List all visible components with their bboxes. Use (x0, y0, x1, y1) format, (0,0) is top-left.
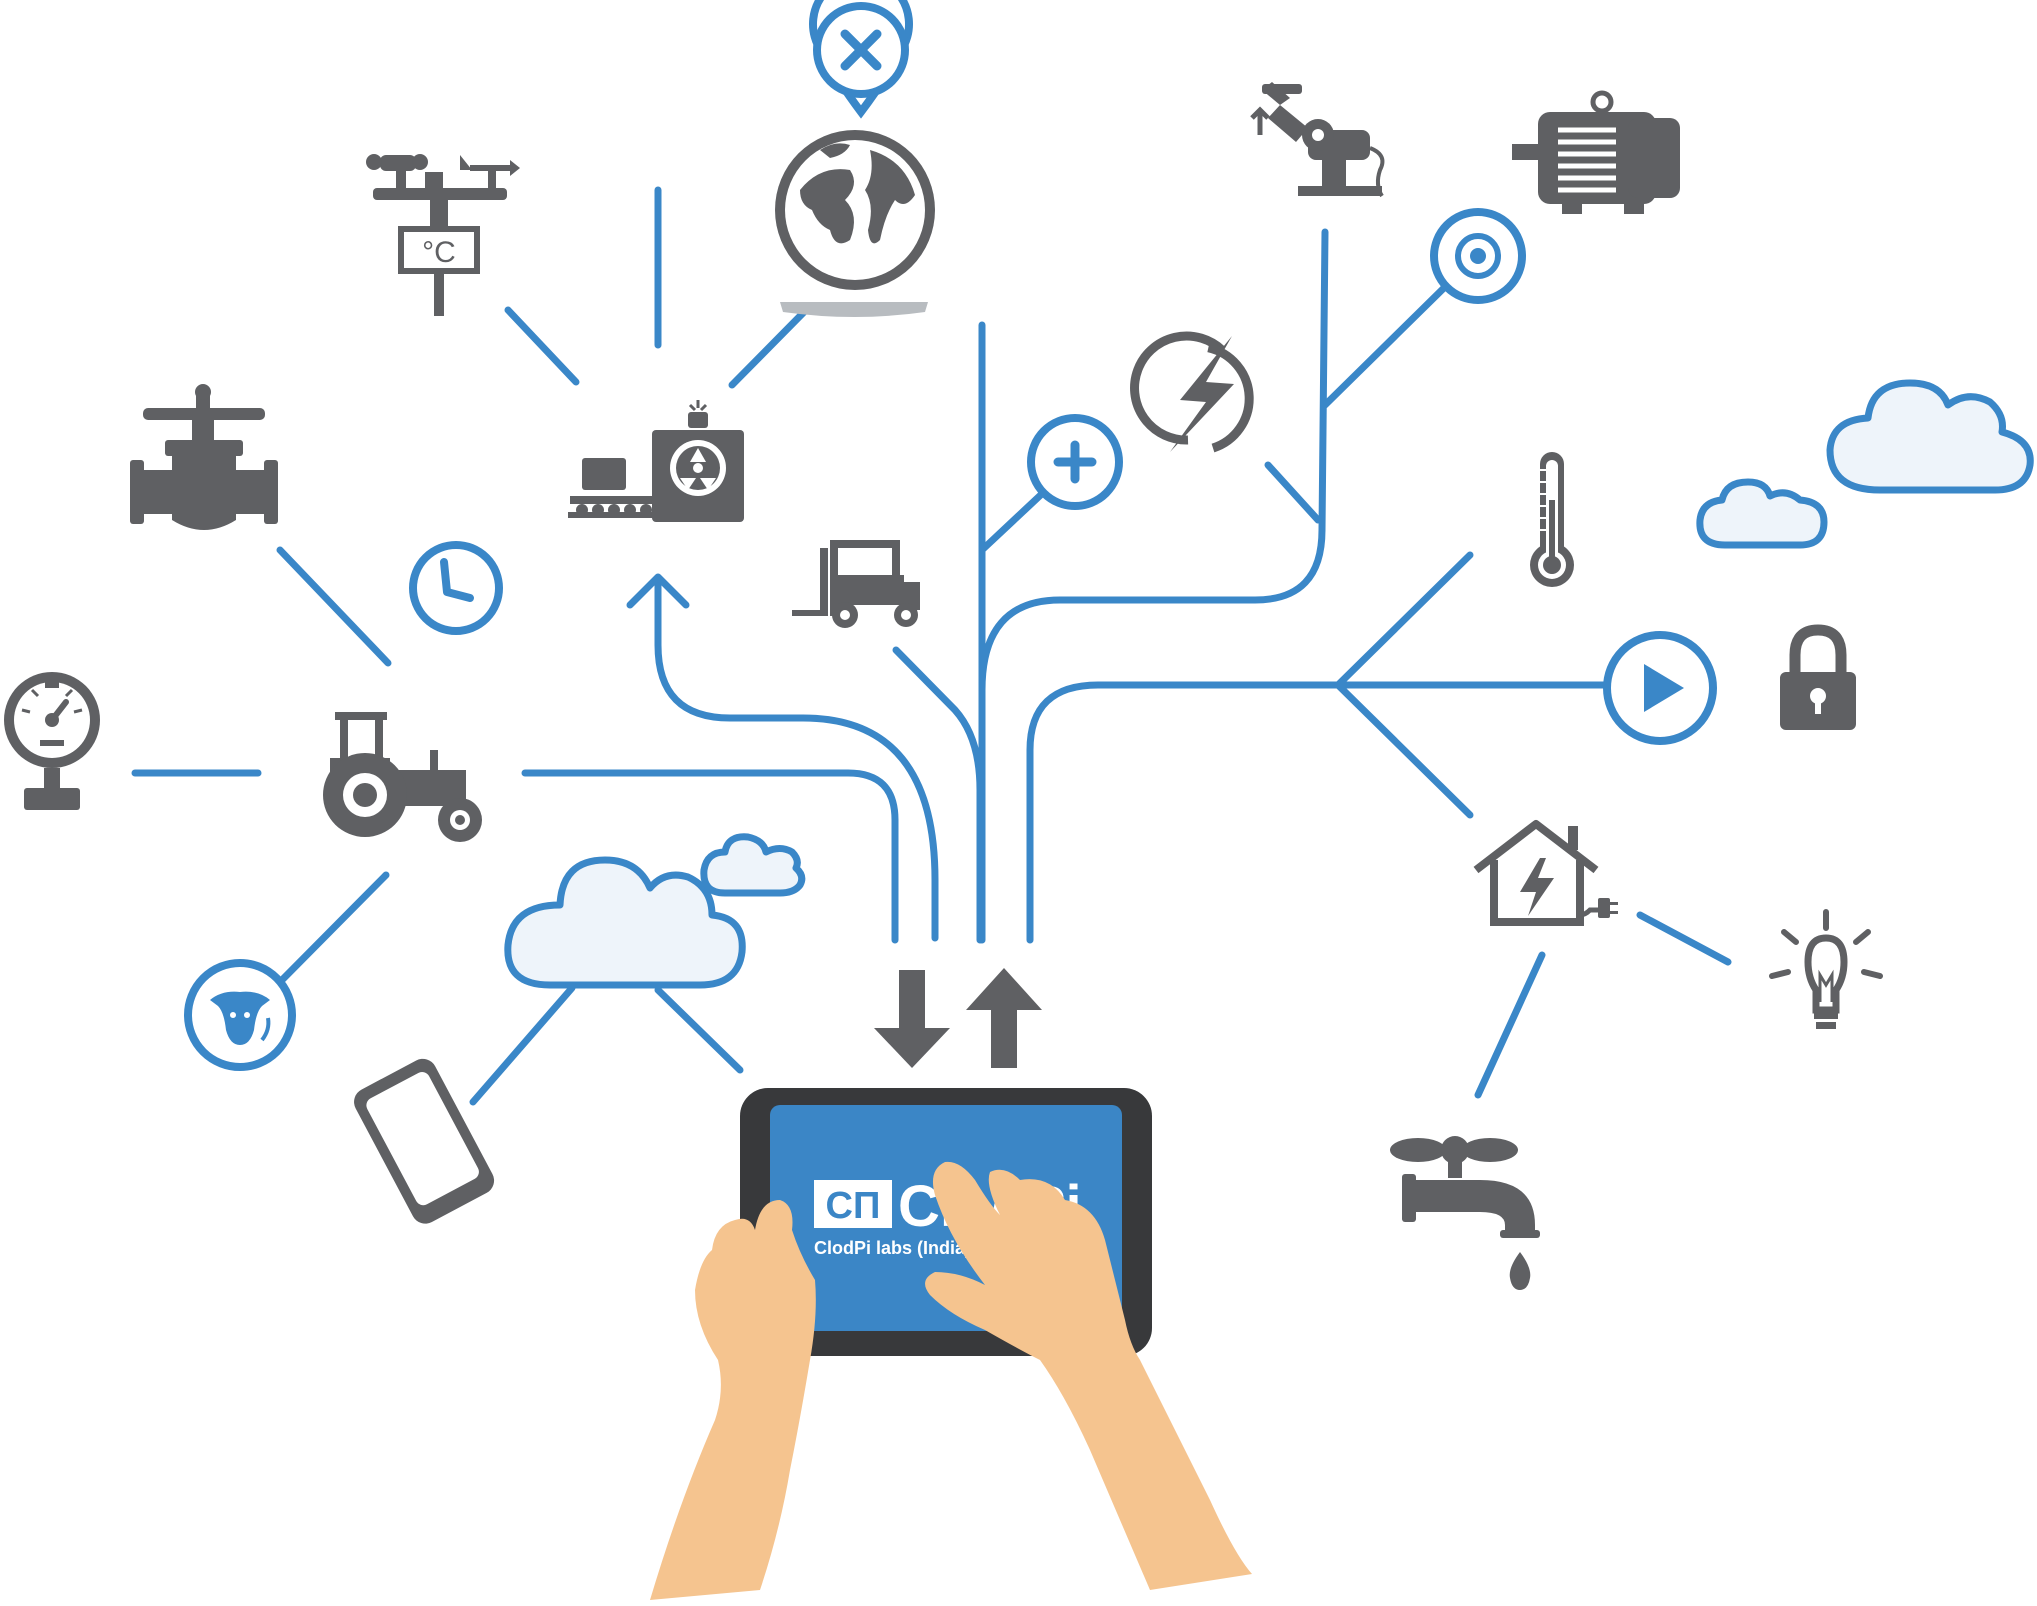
logo-mark: CΠ (826, 1185, 881, 1227)
globe-icon (775, 130, 935, 317)
valve-icon (130, 384, 278, 530)
weather-station-icon: °C (366, 154, 520, 316)
thermometer-icon (1530, 452, 1574, 587)
water-tap-icon (1390, 1136, 1540, 1290)
add-icon (1027, 414, 1123, 510)
cloud-icon (504, 856, 746, 989)
target-icon (1430, 208, 1526, 304)
forklift-icon (792, 540, 920, 628)
cloud-icon (1826, 379, 2034, 494)
temperature-unit: °C (422, 236, 456, 269)
hands-icon (650, 1161, 1252, 1600)
radiation-machine-icon (568, 400, 744, 522)
clock-icon (409, 541, 503, 635)
upload-arrow-icon (966, 968, 1042, 1068)
light-bulb-icon (1769, 909, 1883, 1029)
tractor-icon (323, 712, 482, 842)
pressure-gauge-icon (4, 672, 100, 810)
cloud-icon (1696, 478, 1828, 549)
connector-lines (131, 186, 1732, 1106)
livestock-icon (184, 959, 296, 1071)
lock-icon (1780, 624, 1856, 730)
download-arrow-icon (874, 970, 950, 1068)
electric-motor-icon (1512, 90, 1680, 214)
smartphone-icon (354, 1058, 495, 1224)
power-icon (1130, 331, 1254, 453)
cloud-icon (700, 833, 806, 897)
smart-home-icon (1473, 820, 1618, 926)
location-cancel-pin-icon (809, 0, 913, 119)
robot-arm-icon (1250, 82, 1385, 198)
play-icon (1603, 631, 1717, 745)
